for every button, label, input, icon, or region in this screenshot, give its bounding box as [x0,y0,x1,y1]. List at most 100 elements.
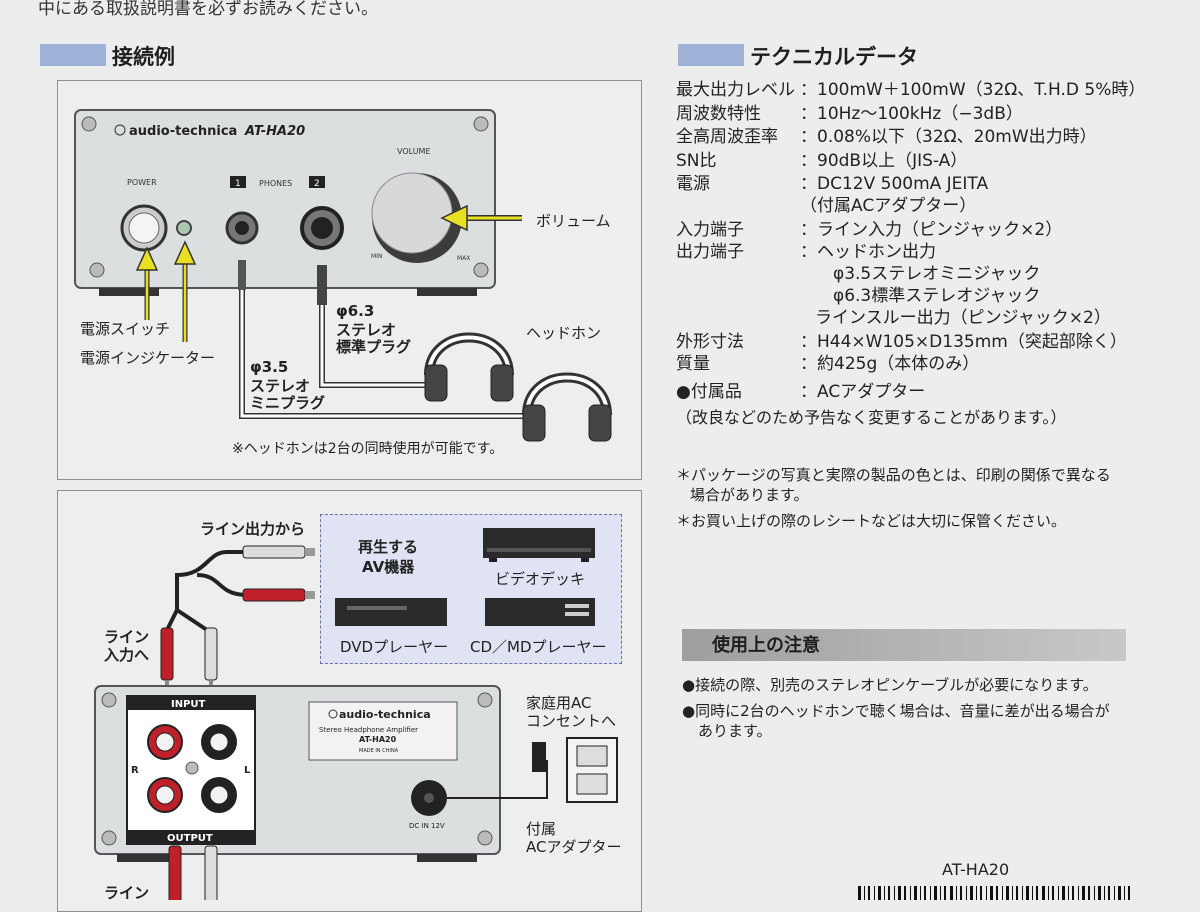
line-in-label-1: ライン [104,628,150,646]
spec-value: ラインスルー出力（ピンジャック×2） [815,308,1111,328]
headphones-icon-2 [522,372,612,442]
plug35-label-3: ミニプラグ [250,394,326,412]
dvd-player-icon [335,598,447,626]
line-in-label-2: 入力へ [104,646,150,664]
spec-value: ：0.08%以下（32Ω、20mW出力時） [800,127,1097,147]
screw-icon [81,116,97,132]
phones-label: PHONES [259,179,292,188]
power-label: POWER [127,178,157,187]
adapter-label-2: ACアダプター [526,838,622,856]
amp-model: AT-HA20 [244,124,305,139]
screw-icon [477,830,493,846]
spec-value: ：約425g（本体のみ） [800,354,980,374]
outlet-label-2: コンセントへ [526,712,617,730]
note-3: ＊お買い上げの際のレシートなどは大切に保管ください。 [676,512,1067,530]
rca-plug-white-icon [242,545,306,559]
plug63-label-1: φ6.3 [336,302,375,320]
spec-label: SN比 [676,151,717,171]
rear-model: AT-HA20 [359,735,397,744]
spec-value: （付属ACアダプター） [800,196,977,216]
usage-heading-bar [682,629,1126,661]
input-label: INPUT [171,699,206,710]
connection-heading: 接続例 [112,45,175,69]
note-1: ＊パッケージの写真と実際の製品の色とは、印刷の関係で異なる [676,466,1111,484]
spec-value: φ3.5ステレオミニジャック [833,264,1041,284]
power-indicator-label: 電源インジケーター [80,349,216,367]
spec-label: 最大出力レベル [676,80,795,100]
min-label: MIN [371,253,382,260]
spec-value: ：DC12V 500mA JEITA [800,174,989,194]
spec-value: ：H44×W105×D135mm（突起部除く） [800,332,1127,352]
audio-technica-logo-icon [114,124,126,136]
spec-label: 全高周波歪率 [676,127,778,147]
spec-value: ：ACアダプター [800,382,926,402]
av-title-1: 再生する [358,538,419,556]
screw-icon [89,262,105,278]
video-deck-icon [483,528,595,558]
power-switch-arrow-icon [135,246,159,271]
volume-label: VOLUME [397,147,431,156]
output-label: OUTPUT [167,833,213,844]
dvd-player-label: DVDプレーヤー [340,638,449,656]
plug63-label-2: ステレオ [336,321,397,339]
headphone-connection-diagram: audio-technica AT-HA20 POWER 1 PHONES 2 … [74,109,612,442]
heading-bar-connection [40,44,106,66]
standard-plug-icon [317,265,327,305]
phones-num-2: 2 [314,179,320,189]
rear-made: MADE IN CHINA [359,748,399,754]
screw-icon [473,116,489,132]
line-out-from-label: ライン出力から [200,520,306,538]
indicator-arrow-icon [173,240,197,265]
usage-item-1: ●接続の際、別売のステレオピンケーブルが必要になります。 [682,676,1098,694]
spec-label: 周波数特性 [676,104,761,124]
cd-md-player-label: CD／MDプレーヤー [470,638,607,656]
adapter-label-1: 付属 [526,820,557,838]
top-instruction-text: 中にある取扱説明書を必ずお読みください。 [38,0,378,19]
volume-arrow-icon [440,204,468,232]
outlet-label-1: 家庭用AC [526,694,592,712]
power-switch-label: 電源スイッチ [80,320,171,338]
disclaimer: （改良などのため予告なく変更することがあります。） [676,408,1067,427]
bottom-line-label: ライン [104,884,150,902]
av-title-2: AV機器 [362,558,415,576]
usage-item-3: あります。 [698,722,772,740]
plug63-label-3: 標準プラグ [336,338,412,356]
spec-value: ：ライン入力（ピンジャック×2） [800,220,1063,240]
plug35-label-2: ステレオ [250,377,311,395]
heading-bar-tech [678,44,744,66]
mini-plug-icon [238,260,246,290]
spec-label: 入力端子 [676,220,744,240]
rear-label-plate [308,701,458,761]
screw-icon [101,830,117,846]
spec-value: ：ヘッドホン出力 [800,242,936,262]
usage-heading: 使用上の注意 [712,635,820,656]
amp-brand: audio-technica [129,124,237,139]
spec-value: ：100mW＋100mW（32Ω、T.H.D 5%時） [800,80,1146,100]
ac-adapter-icon [532,742,546,772]
rear-brand: audio-technica [339,708,431,721]
dc-in-label: DC IN 12V [409,822,445,830]
screw-icon [473,262,489,278]
usage-item-2: ●同時に2台のヘッドホンで聴く場合は、音量に差が出る場合が [682,702,1110,720]
note-2: 場合があります。 [690,486,809,504]
headphones-label: ヘッドホン [526,324,602,342]
volume-callout: ボリューム [536,212,611,230]
spec-label: ●付属品 [676,382,742,402]
spec-label: 外形寸法 [676,332,744,352]
l-label: L [244,765,251,776]
screw-icon [101,692,117,708]
rear-line1: Stereo Headphone Amplifier [319,726,418,734]
plug35-label-1: φ3.5 [250,358,289,376]
tech-heading: テクニカルデータ [750,45,918,69]
phones-num-1: 1 [235,179,241,189]
headphones-icon-1 [424,332,514,402]
spec-value: ：10Hz〜100kHz（−3dB） [800,104,1023,124]
spec-label: 質量 [676,354,710,374]
dual-headphone-note: ※ヘッドホンは2台の同時使用が可能です。 [232,441,504,457]
line-connection-diagram: INPUT OUTPUT R L audio-technica Stereo H… [94,528,618,900]
screw-icon [477,692,493,708]
max-label: MAX [457,255,470,262]
video-deck-label: ビデオデッキ [495,570,586,588]
barcode-icon [858,886,1130,900]
spec-value: φ6.3標準ステレオジャック [833,286,1041,306]
